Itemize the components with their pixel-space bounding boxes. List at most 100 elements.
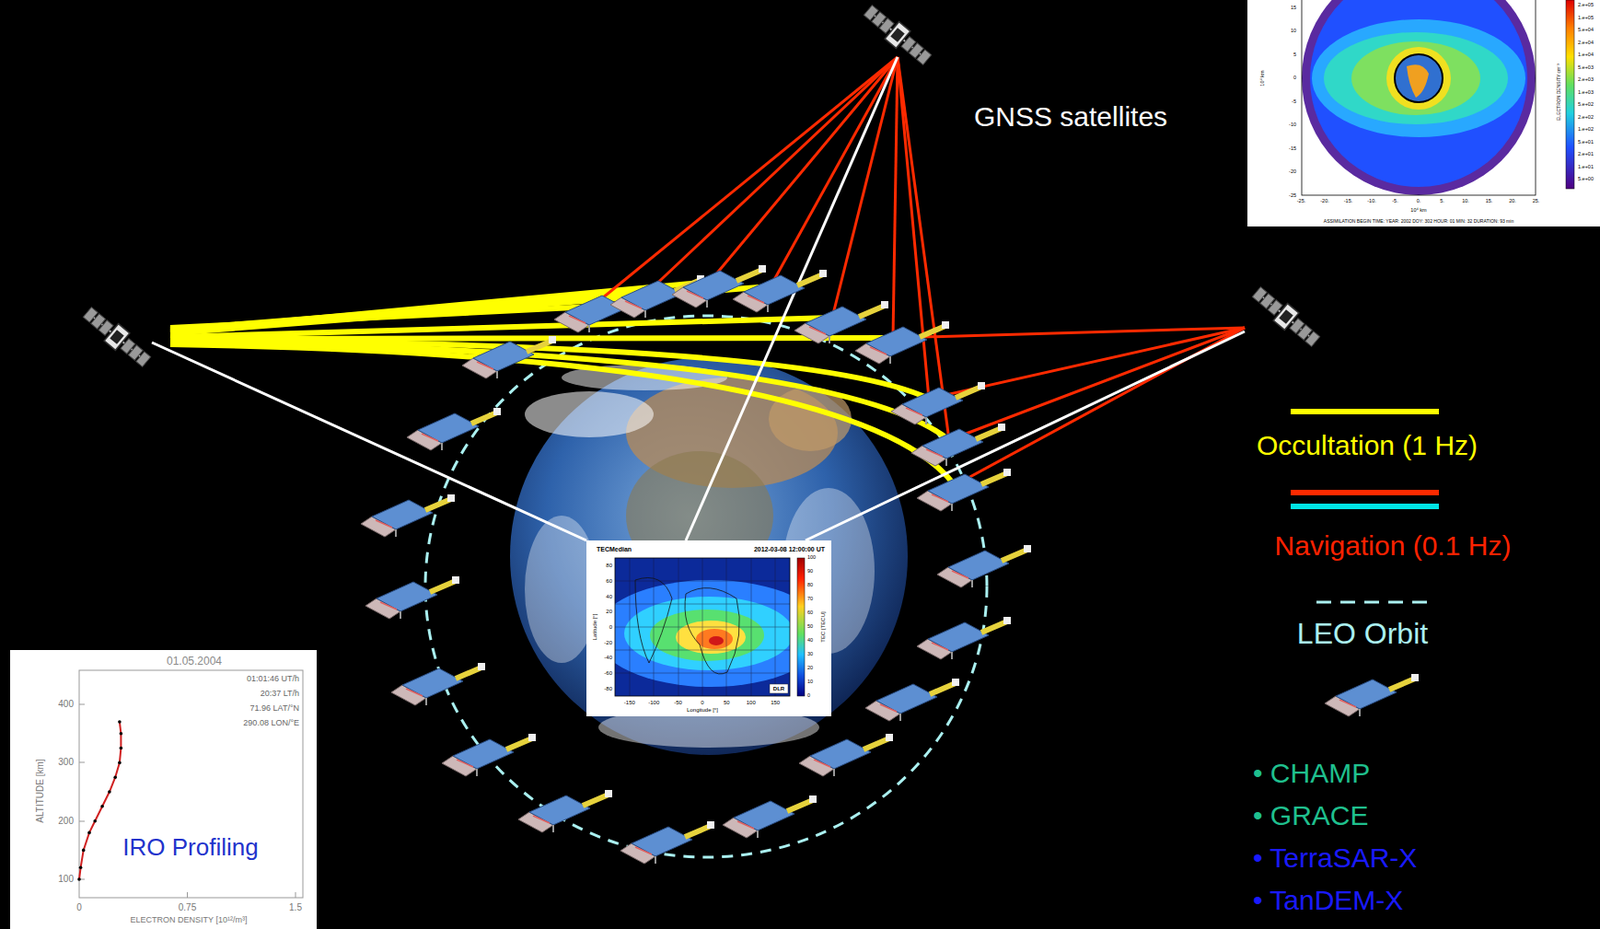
leo-satellite	[937, 544, 1032, 588]
profile-points	[77, 719, 123, 882]
tec-map	[614, 557, 790, 696]
navigation-link	[770, 57, 898, 287]
leo-satellite	[891, 382, 986, 425]
leo-satellite	[518, 789, 613, 833]
chart-title: IRO Profiling	[122, 834, 258, 859]
tick-label: -5	[1291, 99, 1297, 105]
heading-label: GNSS satellites	[973, 103, 1168, 131]
tick-label: 15	[1290, 5, 1297, 12]
earth-small	[1394, 54, 1443, 103]
legend-sample-navigation	[1290, 503, 1439, 510]
leo-satellite	[620, 821, 715, 864]
tick-label: 0	[1293, 75, 1297, 82]
tick-label: 400	[57, 699, 74, 709]
profile-curve	[79, 721, 121, 880]
tick-label: 25.	[1532, 198, 1541, 205]
leo-satellite	[365, 576, 460, 619]
earth-small-land	[1406, 64, 1429, 98]
density-contour	[1351, 41, 1481, 116]
tec-contour	[624, 596, 790, 671]
colorbar-label: 1.e+03	[1577, 90, 1594, 96]
leo-orbit	[425, 315, 987, 858]
colorbar-label: 30	[807, 651, 813, 658]
leo-satellite	[406, 407, 501, 451]
tick-label: 200	[57, 816, 74, 826]
colorbar-label: 2.e+04	[1577, 40, 1594, 47]
mission-name: • CHAMP	[1252, 759, 1370, 788]
colorbar-label: 5.e+02	[1577, 102, 1594, 108]
leo-satellite	[732, 269, 827, 313]
axis-title: ALTITUDE [km]	[35, 758, 46, 823]
continent-outline	[635, 578, 673, 664]
tec-contour	[675, 620, 746, 654]
mission-name: • GRACE	[1252, 801, 1369, 830]
tick-label: 20.	[1508, 198, 1517, 205]
axis-title: ELECTRON DENSITY [10¹²/m³]	[130, 915, 248, 925]
tec-contour	[695, 628, 733, 650]
colorbar-label: 80	[807, 582, 813, 589]
legend-text: Navigation (0.1 Hz)	[1275, 532, 1512, 560]
colorbar-label: 40	[807, 637, 813, 644]
colorbar-label: 20	[807, 665, 813, 672]
leo-satellite	[799, 733, 893, 777]
density-contour	[1386, 46, 1451, 110]
colorbar-label: 2.e+03	[1577, 77, 1594, 83]
colorbar-label: 90	[807, 568, 813, 575]
navigation-link	[832, 57, 898, 318]
axis-title: TEC [TECU]	[820, 611, 826, 642]
chart-info: 20:37 LT/h	[260, 689, 300, 698]
leo-satellite	[441, 733, 536, 777]
tick-label: -20	[603, 639, 613, 646]
colorbar-label: 5.e+00	[1577, 176, 1594, 183]
occultation-link	[170, 317, 833, 337]
density-colorbar	[1565, 0, 1575, 189]
tec-link	[151, 342, 587, 541]
tick-label: -10	[1288, 122, 1297, 128]
colorbar-label: 2.e+02	[1577, 115, 1594, 121]
navigation-link	[591, 57, 898, 307]
navigation-link	[648, 57, 898, 292]
leo-satellite	[794, 301, 889, 344]
density-disc	[1310, 0, 1528, 187]
occultation-link	[170, 342, 950, 441]
tick-label: -25.	[1297, 198, 1306, 205]
tick-label: -10.	[1367, 198, 1376, 205]
tick-label: 0.	[1416, 198, 1422, 205]
colorbar-label: 100	[807, 555, 816, 561]
profile-frame	[79, 670, 303, 898]
tick-label: -100	[648, 699, 660, 706]
colorbar-label: 1.e+02	[1577, 127, 1594, 133]
tick-label: -60	[603, 670, 613, 676]
legend-text: LEO Orbit	[1297, 618, 1428, 649]
tick-label: -20	[1288, 169, 1297, 175]
colorbar-label: 5.e+01	[1577, 139, 1594, 146]
tick-label: -80	[603, 685, 613, 692]
navigation-link	[949, 327, 1245, 441]
density-map	[1301, 0, 1536, 196]
occultation-links	[170, 281, 955, 486]
tick-label: 50	[723, 699, 731, 706]
logo-box	[769, 684, 789, 694]
leo-satellite	[360, 494, 455, 537]
tec-colorbar	[797, 557, 805, 696]
navigation-link	[892, 327, 1245, 338]
chart-info: 290.08 LON/°E	[243, 718, 300, 728]
density-contour	[1323, 32, 1508, 125]
density-frame	[1301, 0, 1536, 196]
tick-label: 100	[746, 699, 756, 706]
colorbar-label: 1.e+05	[1577, 15, 1594, 22]
leo-satellite	[916, 468, 1011, 511]
profile-panel	[10, 649, 317, 929]
tick-label: 10	[1290, 28, 1297, 35]
leo-satellite	[865, 678, 960, 721]
axis-title: 10⁴ km	[1260, 69, 1266, 86]
leo-satellite	[462, 336, 557, 379]
profile-ticks	[79, 704, 296, 898]
tick-label: 5	[1293, 52, 1297, 58]
navigation-links	[591, 57, 1245, 486]
legend-sample-occultation	[1290, 408, 1439, 415]
colorbar-label: 2.e+05	[1577, 2, 1594, 9]
tec-grid	[614, 557, 790, 696]
density-contour	[1311, 19, 1526, 138]
